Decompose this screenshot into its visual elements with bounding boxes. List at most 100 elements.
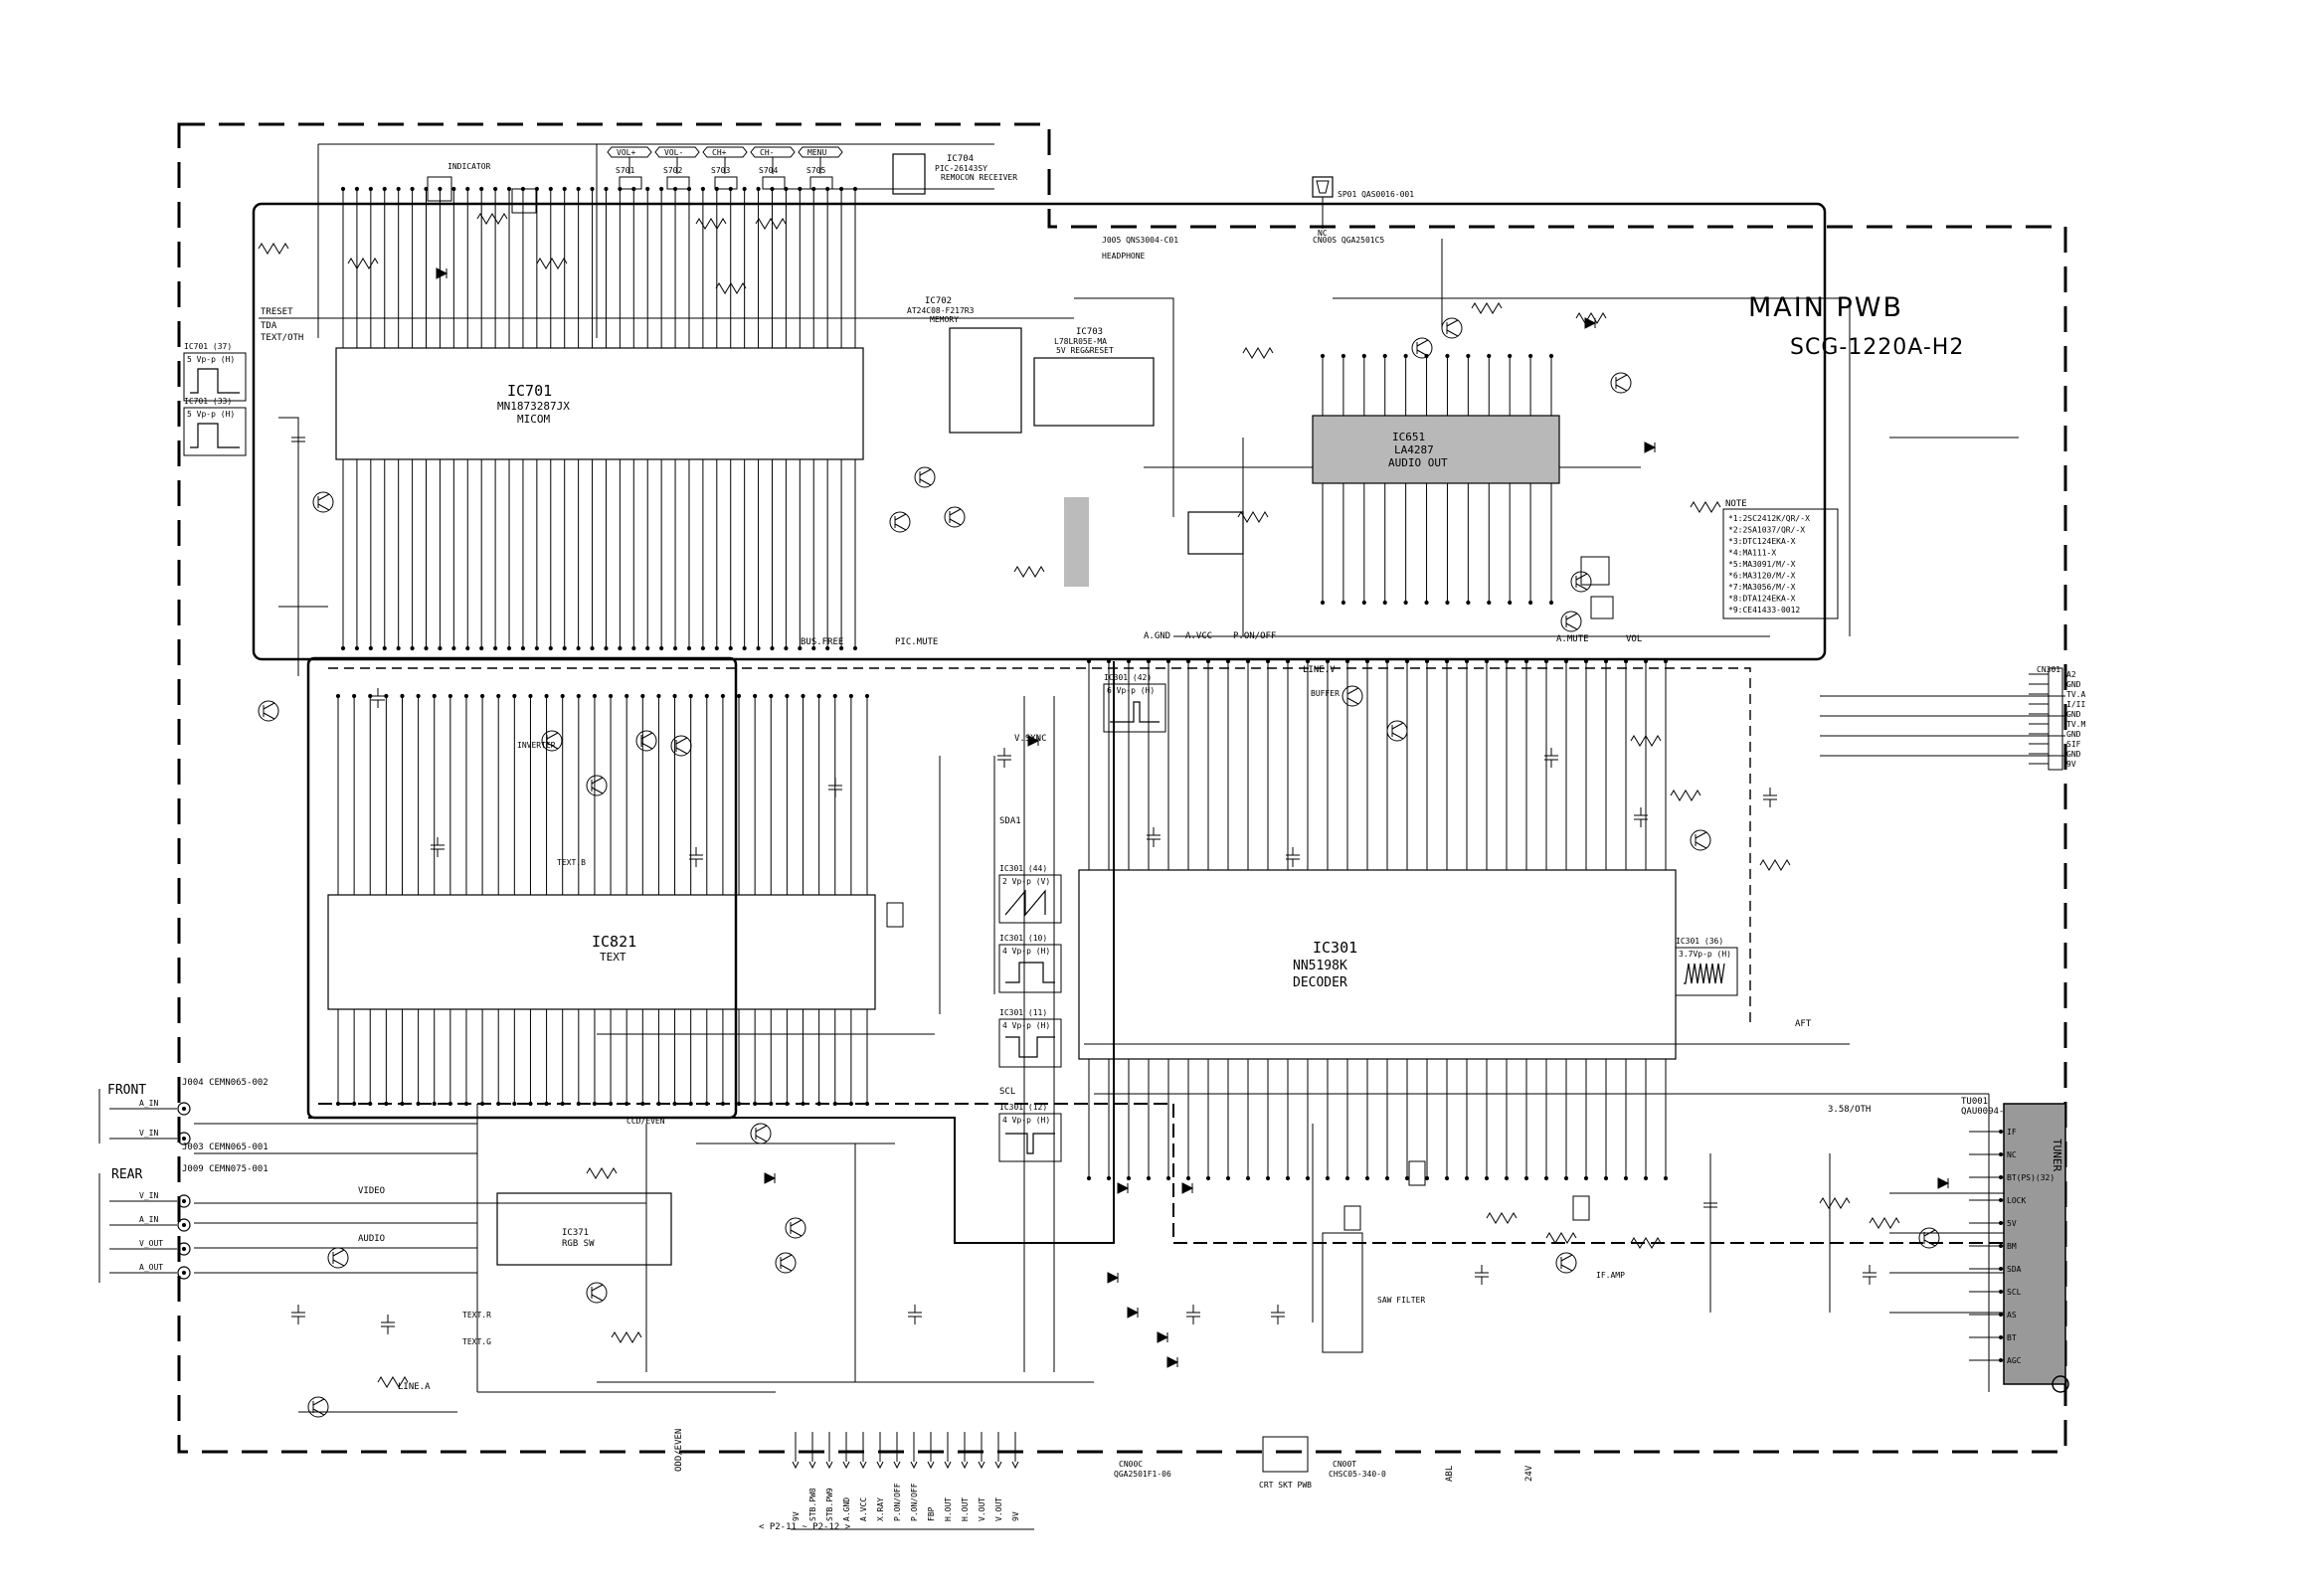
waveform-box-5: IC301 (10)4 Vp-p (H)	[998, 934, 1062, 993]
ic-text-func: TEXT	[600, 951, 626, 964]
waveform-box-4: IC301 (44)2 Vp-p (V)	[998, 864, 1062, 924]
cn301-pin-label: GND	[2066, 710, 2081, 719]
cn301-pin-label: SIF	[2066, 740, 2081, 749]
net-indicator: INDICATOR	[447, 162, 491, 171]
jack-pin-label: A_IN	[139, 1099, 158, 1108]
tuner-pin-label: BT	[2007, 1333, 2017, 1342]
net-audio: AUDIO	[358, 1234, 385, 1244]
net-a-vcc: A.VCC	[1185, 631, 1212, 641]
net-ccd-even: CCD/EVEN	[626, 1117, 665, 1126]
waveform-box-7: IC301 (12)4 Vp-p (H)	[998, 1103, 1062, 1162]
waveform-label: 5 Vp-p (H)	[187, 410, 235, 419]
notes-box: NOTE *1:2SC2412K/QR/-X*2:2SA1037/QR/-X*3…	[1722, 499, 1839, 619]
waveform-label: 3.7Vp-p (H)	[1679, 950, 1731, 959]
bottom-pin-label: 9V	[792, 1511, 801, 1521]
text-section-outline	[306, 656, 738, 1120]
waveform-ref: IC301 (11)	[999, 1008, 1047, 1017]
cn301-pin-label: TV.A	[2066, 690, 2085, 699]
ic-text: IC821 TEXT	[327, 894, 876, 1010]
waveform-label: 5 Vp-p (H)	[187, 355, 235, 364]
waveform-box-1: IC701 (37)5 Vp-p (H)	[183, 342, 247, 402]
note-item: *2:2SA1037/QR/-X	[1728, 526, 1805, 535]
front-button-label: VOL-	[664, 148, 683, 157]
ic-reg-small	[1064, 497, 1363, 1353]
net-a-mute: A.MUTE	[1556, 634, 1589, 644]
speaker-icon	[1312, 176, 1334, 229]
waveform-box-3: IC301 (42)6 Vp-p (H)	[1103, 673, 1166, 733]
tuner-part: QAU0094-002	[1961, 1107, 2021, 1117]
net-video: VIDEO	[358, 1186, 385, 1196]
net-vol: VOL	[1626, 634, 1642, 644]
ic-reg-func: 5V REG&RESET	[1056, 346, 1114, 355]
net-text-b: TEXT.B	[557, 858, 586, 867]
rear-label: REAR	[111, 1167, 142, 1182]
jack-pin-label: V_IN	[139, 1129, 158, 1138]
switch-ref: S705	[806, 166, 825, 175]
waveform-label: 4 Vp-p (H)	[1002, 1021, 1050, 1030]
bottom-pin-label: H.OUT	[961, 1497, 970, 1521]
front-button-2: VOL-S702	[654, 146, 700, 190]
net-sda1: SDA1	[999, 816, 1021, 826]
ic-rgb-ref: IC371	[562, 1228, 589, 1238]
note-item: *4:MA111-X	[1728, 549, 1776, 558]
net-cn00s: CN00S QGA2501C5	[1313, 236, 1384, 245]
bottom-pin-label: P.ON/OFF	[910, 1483, 919, 1521]
tuner-pin-label: BT(PS)(32)	[2007, 1173, 2055, 1182]
dashed-bus-a	[318, 1103, 2029, 1244]
page-range-label: < P2-11 ~ P2-12 >	[759, 1522, 851, 1532]
ic-audio-ref: IC651	[1392, 431, 1425, 443]
tuner-pin-label: AGC	[2007, 1356, 2022, 1365]
notes-list: *1:2SC2412K/QR/-X*2:2SA1037/QR/-X*3:DTC1…	[1728, 514, 1810, 615]
cn301-pin-label: GND	[2066, 730, 2081, 739]
note-item: *3:DTC124EKA-X	[1728, 537, 1796, 546]
front-jack-a: J004 CEMN065-002	[182, 1078, 268, 1088]
waveform-ref: IC701 (33)	[184, 397, 232, 406]
dashed-bus-b	[328, 667, 1751, 1024]
front-button-label: CH+	[712, 148, 727, 157]
notes-title: NOTE	[1725, 499, 1747, 509]
tuner-ref: TU001	[1961, 1097, 1988, 1107]
cn301-pin-label: TV.M	[2066, 720, 2085, 729]
note-item: *8:DTA124EKA-X	[1728, 595, 1796, 604]
net-line-v: LINE.V	[1303, 665, 1336, 675]
note-item: *6:MA3120/M/-X	[1728, 572, 1796, 581]
note-item: *5:MA3091/M/-X	[1728, 560, 1796, 569]
front-label: FRONT	[107, 1083, 146, 1098]
waveform-label: 6 Vp-p (H)	[1107, 686, 1155, 695]
waveform-label: 4 Vp-p (H)	[1002, 947, 1050, 956]
net-labels: TRESET TDA TEXT/OTH BUS.FREE PIC.MUTE A.…	[261, 162, 1871, 1392]
ic-remocon-func: REMOCON RECEIVER	[941, 173, 1017, 182]
tuner-pin-label: 5V	[2007, 1219, 2017, 1228]
ic-decoder-name: NN5198K	[1293, 959, 1347, 973]
cn00t-part: CHSC05-340-0	[1329, 1470, 1386, 1479]
switch-ref: S703	[711, 166, 730, 175]
front-button-label: MENU	[807, 148, 826, 157]
front-button-label: VOL+	[617, 148, 635, 157]
ic-remocon: IC704 PIC-26143SY REMOCON RECEIVER	[892, 153, 1017, 195]
front-jack-b: J003 CEMN065-001	[182, 1143, 268, 1152]
net-buffer: BUFFER	[1311, 689, 1340, 698]
front-button-5: MENU S705	[798, 146, 843, 190]
net-aft: AFT	[1795, 1019, 1812, 1029]
net-scl: SCL	[999, 1087, 1015, 1097]
cn301-ref: CN301	[2037, 665, 2060, 674]
ic-rgb-sw: IC371 RGB SW	[496, 1192, 672, 1266]
waveform-box-2: IC701 (33) 5 Vp-p (H)	[183, 397, 247, 456]
cn301-pin-label: GND	[2066, 680, 2081, 689]
bottom-pin-label: FBP	[927, 1506, 936, 1521]
net-j005: J005 QNS3004-C01	[1102, 236, 1178, 245]
micom-bottom-wires	[340, 459, 858, 651]
cn301-pin-label: I/II	[2066, 700, 2085, 709]
net-sp01: SP01 QAS0016-001	[1338, 190, 1414, 199]
micom-top-wires	[340, 186, 858, 348]
net-text-g: TEXT.G	[462, 1337, 491, 1346]
24v-label: 24V	[1524, 1465, 1534, 1482]
net-358-oth: 3.58/OTH	[1828, 1105, 1871, 1115]
net-text-r: TEXT.R	[462, 1311, 491, 1319]
